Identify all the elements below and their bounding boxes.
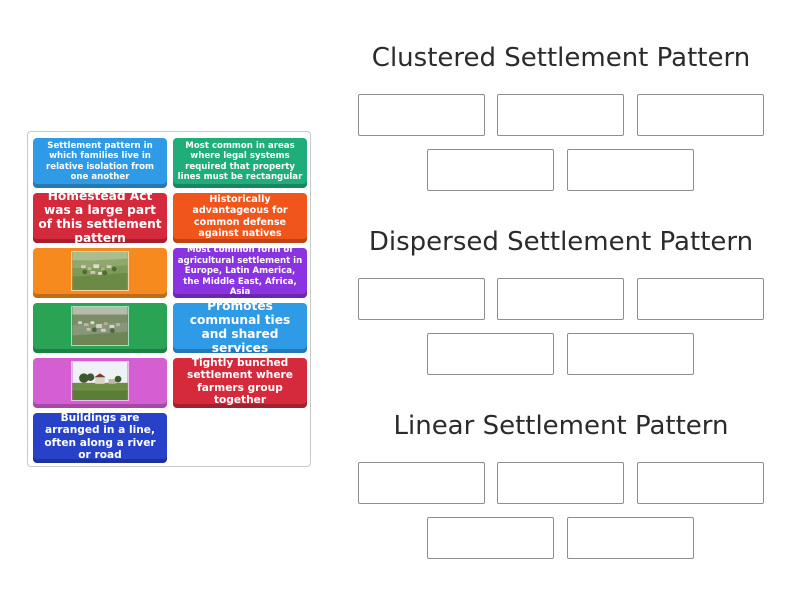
village-aerial-image bbox=[71, 251, 129, 291]
drop-zone-linear-2[interactable] bbox=[497, 462, 624, 504]
drop-zone-dispersed-3[interactable] bbox=[637, 278, 764, 320]
card-label: Most common form of agricultural settlem… bbox=[177, 245, 303, 298]
drop-zone-clustered-3[interactable] bbox=[637, 94, 764, 136]
drop-zone-clustered-4[interactable] bbox=[427, 149, 554, 191]
card-common-defense[interactable]: Historically advantageous for common def… bbox=[173, 193, 307, 243]
card-label: Settlement pattern in which families liv… bbox=[46, 140, 154, 182]
card-label: Tightly bunched settlement where farmers… bbox=[187, 357, 293, 406]
card-label: Promotes communal ties and shared servic… bbox=[189, 298, 291, 355]
card-farmhouse-field[interactable] bbox=[33, 358, 167, 408]
drop-zone-dispersed-5[interactable] bbox=[567, 333, 694, 375]
drop-zone-dispersed-1[interactable] bbox=[358, 278, 485, 320]
card-buildings-in-line[interactable]: Buildings are arranged in a line, often … bbox=[33, 412, 167, 463]
drop-zone-linear-5[interactable] bbox=[567, 517, 694, 559]
category-title-clustered: Clustered Settlement Pattern bbox=[371, 43, 751, 73]
card-most-common-agricultural[interactable]: Most common form of agricultural settlem… bbox=[173, 245, 307, 298]
drop-zone-clustered-1[interactable] bbox=[358, 94, 485, 136]
card-communal-ties[interactable]: Promotes communal ties and shared servic… bbox=[173, 299, 307, 355]
card-label: Buildings are arranged in a line, often … bbox=[44, 412, 156, 461]
card-town-aerial[interactable] bbox=[33, 303, 167, 353]
drop-zone-linear-4[interactable] bbox=[427, 517, 554, 559]
card-village-aerial[interactable] bbox=[33, 248, 167, 298]
card-label: Historically advantageous for common def… bbox=[192, 194, 288, 239]
card-tightly-bunched[interactable]: Tightly bunched settlement where farmers… bbox=[173, 357, 307, 408]
town-aerial-image bbox=[71, 306, 129, 346]
card-rectangular-property-lines[interactable]: Most common in areas where legal systems… bbox=[173, 138, 307, 188]
card-tray: Settlement pattern in which families liv… bbox=[27, 131, 311, 467]
category-title-linear: Linear Settlement Pattern bbox=[393, 411, 729, 441]
card-label: Most common in areas where legal systems… bbox=[177, 140, 303, 182]
drop-zone-clustered-5[interactable] bbox=[567, 149, 694, 191]
drop-zone-dispersed-4[interactable] bbox=[427, 333, 554, 375]
drop-zone-clustered-2[interactable] bbox=[497, 94, 624, 136]
drop-zone-dispersed-2[interactable] bbox=[497, 278, 624, 320]
category-title-dispersed: Dispersed Settlement Pattern bbox=[368, 227, 754, 257]
card-label: Homestead Act was a large part of this s… bbox=[38, 188, 162, 245]
drop-zone-linear-1[interactable] bbox=[358, 462, 485, 504]
card-homestead-act[interactable]: Homestead Act was a large part of this s… bbox=[33, 189, 167, 245]
card-dispersed-definition[interactable]: Settlement pattern in which families liv… bbox=[33, 138, 167, 188]
drop-zone-linear-3[interactable] bbox=[637, 462, 764, 504]
farmhouse-field-image bbox=[71, 361, 129, 401]
